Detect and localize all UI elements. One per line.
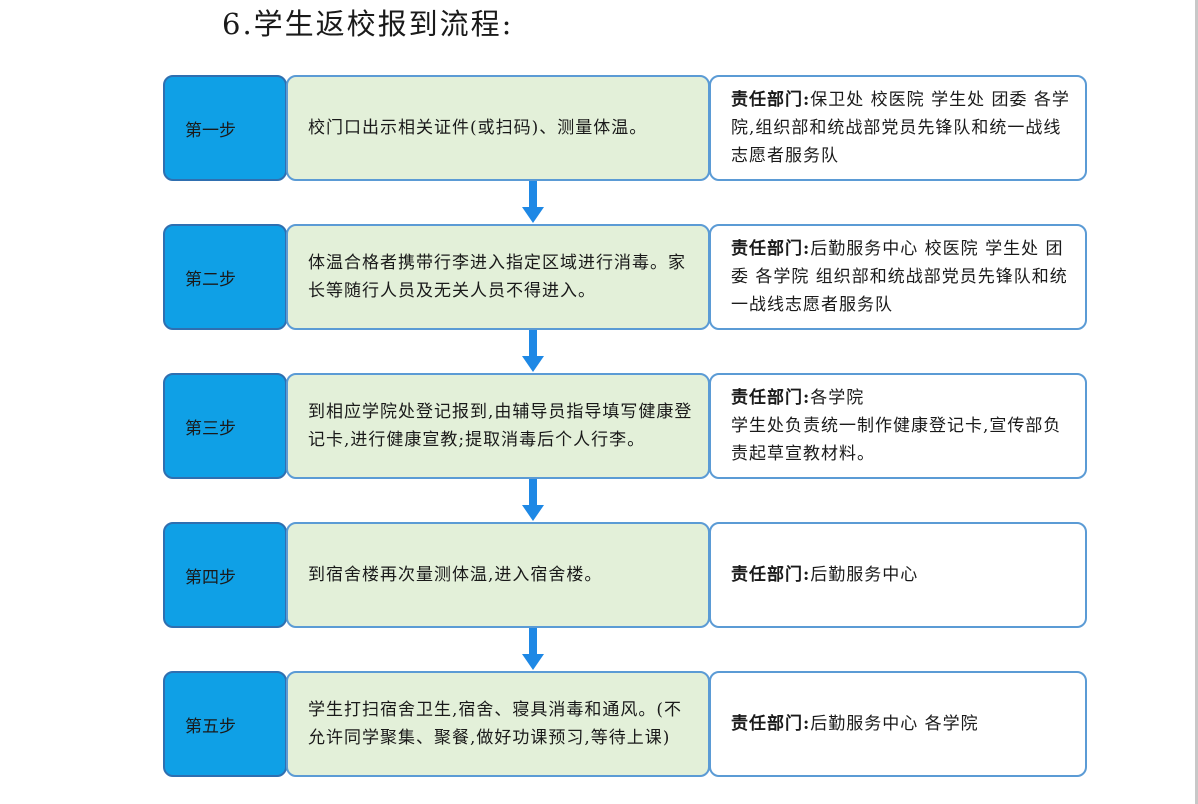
step-row-1: 第一步 校门口出示相关证件(或扫码)、测量体温。 责任部门:保卫处 校医院 学生… xyxy=(163,75,1087,181)
step-description-text: 校门口出示相关证件(或扫码)、测量体温。 xyxy=(308,118,648,138)
step-responsibility: 责任部门:后勤服务中心 各学院 xyxy=(709,671,1087,777)
step-responsibility: 责任部门:各学院 学生处负责统一制作健康登记卡,宣传部负责起草宣教材料。 xyxy=(709,373,1087,479)
responsibility-text: 责任部门:保卫处 校医院 学生处 团委 各学院,组织部和统战部党员先锋队和统一战… xyxy=(731,86,1071,170)
step-row-3: 第三步 到相应学院处登记报到,由辅导员指导填写健康登记卡,进行健康宣教;提取消毒… xyxy=(163,373,1087,479)
page-title: 6.学生返校报到流程: xyxy=(222,7,514,41)
responsibility-key: 责任部门: xyxy=(731,239,811,259)
step-description-text: 到宿舍楼再次量测体温,进入宿舍楼。 xyxy=(308,565,603,585)
step-label: 第四步 xyxy=(163,522,287,628)
responsibility-value: 保卫处 校医院 学生处 团委 各学院,组织部和统战部党员先锋队和统一战线志愿者服… xyxy=(731,90,1070,166)
responsibility-text: 责任部门:后勤服务中心 各学院 xyxy=(731,710,979,738)
page-edge xyxy=(1195,0,1198,804)
step-description: 学生打扫宿舍卫生,宿舍、寝具消毒和通风。(不允许同学聚集、聚餐,做好功课预习,等… xyxy=(286,671,710,777)
step-label: 第二步 xyxy=(163,224,287,330)
down-arrow-icon xyxy=(522,330,544,372)
down-arrow-icon xyxy=(522,628,544,670)
step-description: 校门口出示相关证件(或扫码)、测量体温。 xyxy=(286,75,710,181)
responsibility-key: 责任部门: xyxy=(731,388,811,408)
step-label: 第一步 xyxy=(163,75,287,181)
step-description-text: 到相应学院处登记报到,由辅导员指导填写健康登记卡,进行健康宣教;提取消毒后个人行… xyxy=(308,402,693,450)
responsibility-value: 后勤服务中心 xyxy=(810,565,919,585)
step-row-2: 第二步 体温合格者携带行李进入指定区域进行消毒。家长等随行人员及无关人员不得进入… xyxy=(163,224,1087,330)
responsibility-text: 责任部门:各学院 学生处负责统一制作健康登记卡,宣传部负责起草宣教材料。 xyxy=(731,384,1071,468)
step-row-5: 第五步 学生打扫宿舍卫生,宿舍、寝具消毒和通风。(不允许同学聚集、聚餐,做好功课… xyxy=(163,671,1087,777)
step-description-text: 学生打扫宿舍卫生,宿舍、寝具消毒和通风。(不允许同学聚集、聚餐,做好功课预习,等… xyxy=(308,700,683,748)
responsibility-text: 责任部门:后勤服务中心 xyxy=(731,561,918,589)
responsibility-value: 后勤服务中心 校医院 学生处 团委 各学院 组织部和统战部党员先锋队和统一战线志… xyxy=(731,239,1068,315)
responsibility-key: 责任部门: xyxy=(731,714,811,734)
responsibility-key: 责任部门: xyxy=(731,565,811,585)
step-description: 到相应学院处登记报到,由辅导员指导填写健康登记卡,进行健康宣教;提取消毒后个人行… xyxy=(286,373,710,479)
step-responsibility: 责任部门:保卫处 校医院 学生处 团委 各学院,组织部和统战部党员先锋队和统一战… xyxy=(709,75,1087,181)
responsibility-value: 各学院 学生处负责统一制作健康登记卡,宣传部负责起草宣教材料。 xyxy=(731,388,1062,464)
step-description: 到宿舍楼再次量测体温,进入宿舍楼。 xyxy=(286,522,710,628)
step-description-text: 体温合格者携带行李进入指定区域进行消毒。家长等随行人员及无关人员不得进入。 xyxy=(308,253,686,301)
responsibility-text: 责任部门:后勤服务中心 校医院 学生处 团委 各学院 组织部和统战部党员先锋队和… xyxy=(731,235,1071,319)
down-arrow-icon xyxy=(522,181,544,223)
down-arrow-icon xyxy=(522,479,544,521)
step-label: 第五步 xyxy=(163,671,287,777)
responsibility-key: 责任部门: xyxy=(731,90,811,110)
responsibility-value: 后勤服务中心 各学院 xyxy=(810,714,979,734)
step-row-4: 第四步 到宿舍楼再次量测体温,进入宿舍楼。 责任部门:后勤服务中心 xyxy=(163,522,1087,628)
step-responsibility: 责任部门:后勤服务中心 校医院 学生处 团委 各学院 组织部和统战部党员先锋队和… xyxy=(709,224,1087,330)
step-responsibility: 责任部门:后勤服务中心 xyxy=(709,522,1087,628)
step-label: 第三步 xyxy=(163,373,287,479)
step-description: 体温合格者携带行李进入指定区域进行消毒。家长等随行人员及无关人员不得进入。 xyxy=(286,224,710,330)
